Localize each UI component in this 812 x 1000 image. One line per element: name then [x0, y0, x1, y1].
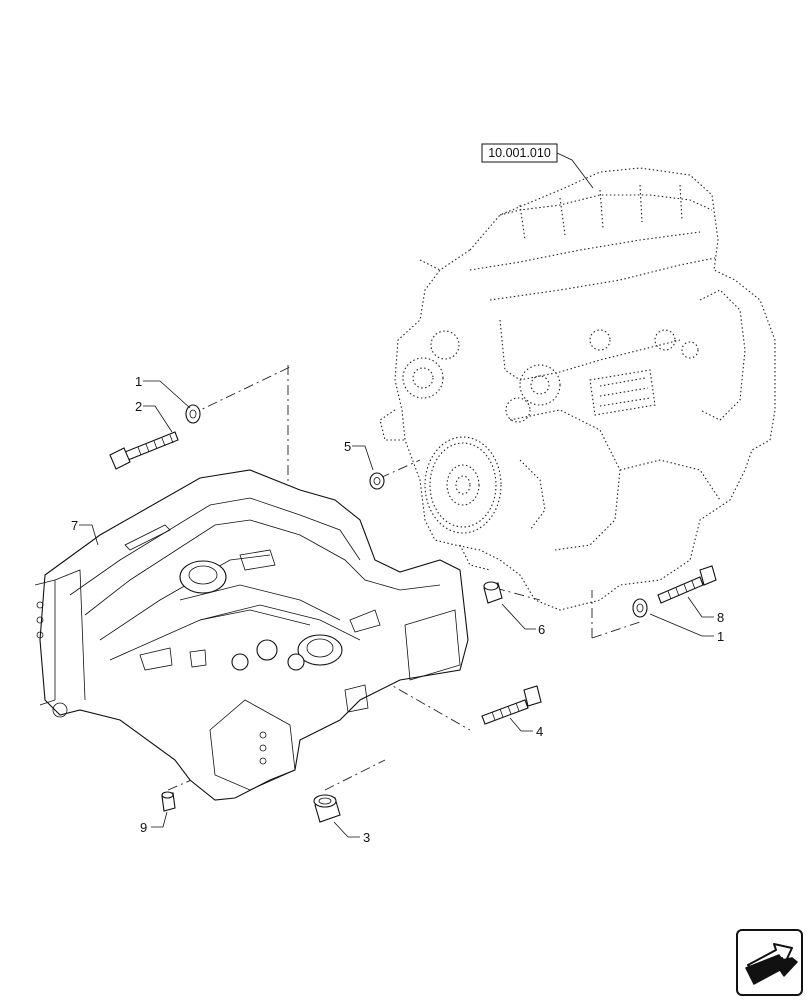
callout-1-upper[interactable]: 1 [135, 374, 142, 389]
callout-4[interactable]: 4 [536, 724, 543, 739]
engine-outline [379, 167, 776, 611]
bolt-item-4[interactable] [481, 685, 542, 725]
callout-2[interactable]: 2 [135, 399, 142, 414]
next-page-arrow-icon[interactable] [736, 929, 803, 996]
reference-box-label: 10.001.010 [488, 146, 551, 160]
callout-7[interactable]: 7 [71, 518, 78, 533]
reference-box[interactable]: 10.001.010 [481, 143, 594, 189]
callout-6[interactable]: 6 [538, 622, 545, 637]
bolt-item-8[interactable] [657, 565, 717, 604]
front-axle-support [34, 469, 469, 801]
sleeve-item-3[interactable] [313, 794, 341, 823]
callout-labels: 1 2 5 7 6 8 1 4 9 3 [71, 374, 724, 845]
bushing-item-6[interactable] [483, 581, 503, 604]
washer-item-5[interactable] [369, 472, 385, 490]
washer-item-1-lower[interactable] [632, 598, 648, 618]
pin-item-9[interactable] [161, 791, 176, 812]
callout-leaders [79, 380, 714, 838]
callout-5[interactable]: 5 [344, 439, 351, 454]
callout-3[interactable]: 3 [363, 830, 370, 845]
callout-1-lower[interactable]: 1 [717, 629, 724, 644]
callout-8[interactable]: 8 [717, 610, 724, 625]
callout-9[interactable]: 9 [140, 820, 147, 835]
washer-item-1-upper[interactable] [185, 404, 201, 424]
bolt-item-2[interactable] [109, 431, 179, 470]
